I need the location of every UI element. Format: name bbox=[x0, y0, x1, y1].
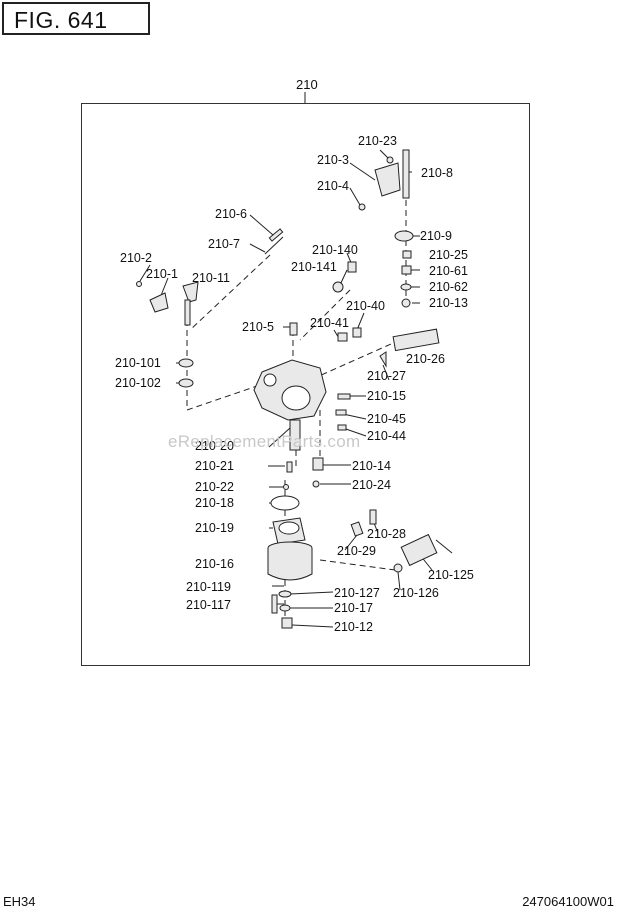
callout-210-117: 210-117 bbox=[186, 598, 231, 612]
assembly-label: 210 bbox=[296, 77, 318, 92]
callout-210-23: 210-23 bbox=[358, 134, 397, 148]
callout-210-44: 210-44 bbox=[367, 429, 406, 443]
callout-210-102: 210-102 bbox=[115, 376, 161, 390]
callout-210-11: 210-11 bbox=[192, 271, 230, 285]
callout-210-125: 210-125 bbox=[428, 568, 474, 582]
callout-210-4: 210-4 bbox=[317, 179, 349, 193]
callout-210-13: 210-13 bbox=[429, 296, 468, 310]
callout-210-62: 210-62 bbox=[429, 280, 468, 294]
callout-210-119: 210-119 bbox=[186, 580, 231, 594]
callout-210-12: 210-12 bbox=[334, 620, 373, 634]
callout-210-25: 210-25 bbox=[429, 248, 468, 262]
callout-210-28: 210-28 bbox=[367, 527, 406, 541]
callout-210-9: 210-9 bbox=[420, 229, 452, 243]
callout-210-1: 210-1 bbox=[146, 267, 178, 281]
callout-210-16: 210-16 bbox=[195, 557, 234, 571]
callout-210-141: 210-141 bbox=[291, 260, 337, 274]
callout-210-6: 210-6 bbox=[215, 207, 247, 221]
figure-title: FIG. 641 bbox=[14, 7, 108, 33]
callout-210-19: 210-19 bbox=[195, 521, 234, 535]
model-label: EH34 bbox=[3, 894, 36, 909]
callout-210-20: 210-20 bbox=[195, 439, 234, 453]
callout-210-3: 210-3 bbox=[317, 153, 349, 167]
callout-210-101: 210-101 bbox=[115, 356, 161, 370]
callout-210-29: 210-29 bbox=[337, 544, 376, 558]
callout-210-24: 210-24 bbox=[352, 478, 391, 492]
diagram-frame bbox=[81, 103, 530, 666]
callout-210-21: 210-21 bbox=[195, 459, 234, 473]
document-number: 247064100W01 bbox=[522, 894, 614, 909]
callout-210-8: 210-8 bbox=[421, 166, 453, 180]
callout-210-7: 210-7 bbox=[208, 237, 240, 251]
callout-210-17: 210-17 bbox=[334, 601, 373, 615]
callout-210-41: 210-41 bbox=[310, 316, 349, 330]
callout-210-27: 210-27 bbox=[367, 369, 406, 383]
callout-210-127: 210-127 bbox=[334, 586, 380, 600]
callout-210-22: 210-22 bbox=[195, 480, 234, 494]
callout-210-45: 210-45 bbox=[367, 412, 406, 426]
callout-210-61: 210-61 bbox=[429, 264, 468, 278]
callout-210-126: 210-126 bbox=[393, 586, 439, 600]
callout-210-14: 210-14 bbox=[352, 459, 391, 473]
watermark: eReplacementParts.com bbox=[168, 432, 361, 451]
figure-title-box: FIG. 641 bbox=[2, 2, 150, 35]
callout-210-40: 210-40 bbox=[346, 299, 385, 313]
callout-210-140: 210-140 bbox=[312, 243, 358, 257]
callout-210-26: 210-26 bbox=[406, 352, 445, 366]
callout-210-5: 210-5 bbox=[242, 320, 274, 334]
callout-210-2: 210-2 bbox=[120, 251, 152, 265]
callout-210-18: 210-18 bbox=[195, 496, 234, 510]
callout-210-15: 210-15 bbox=[367, 389, 406, 403]
